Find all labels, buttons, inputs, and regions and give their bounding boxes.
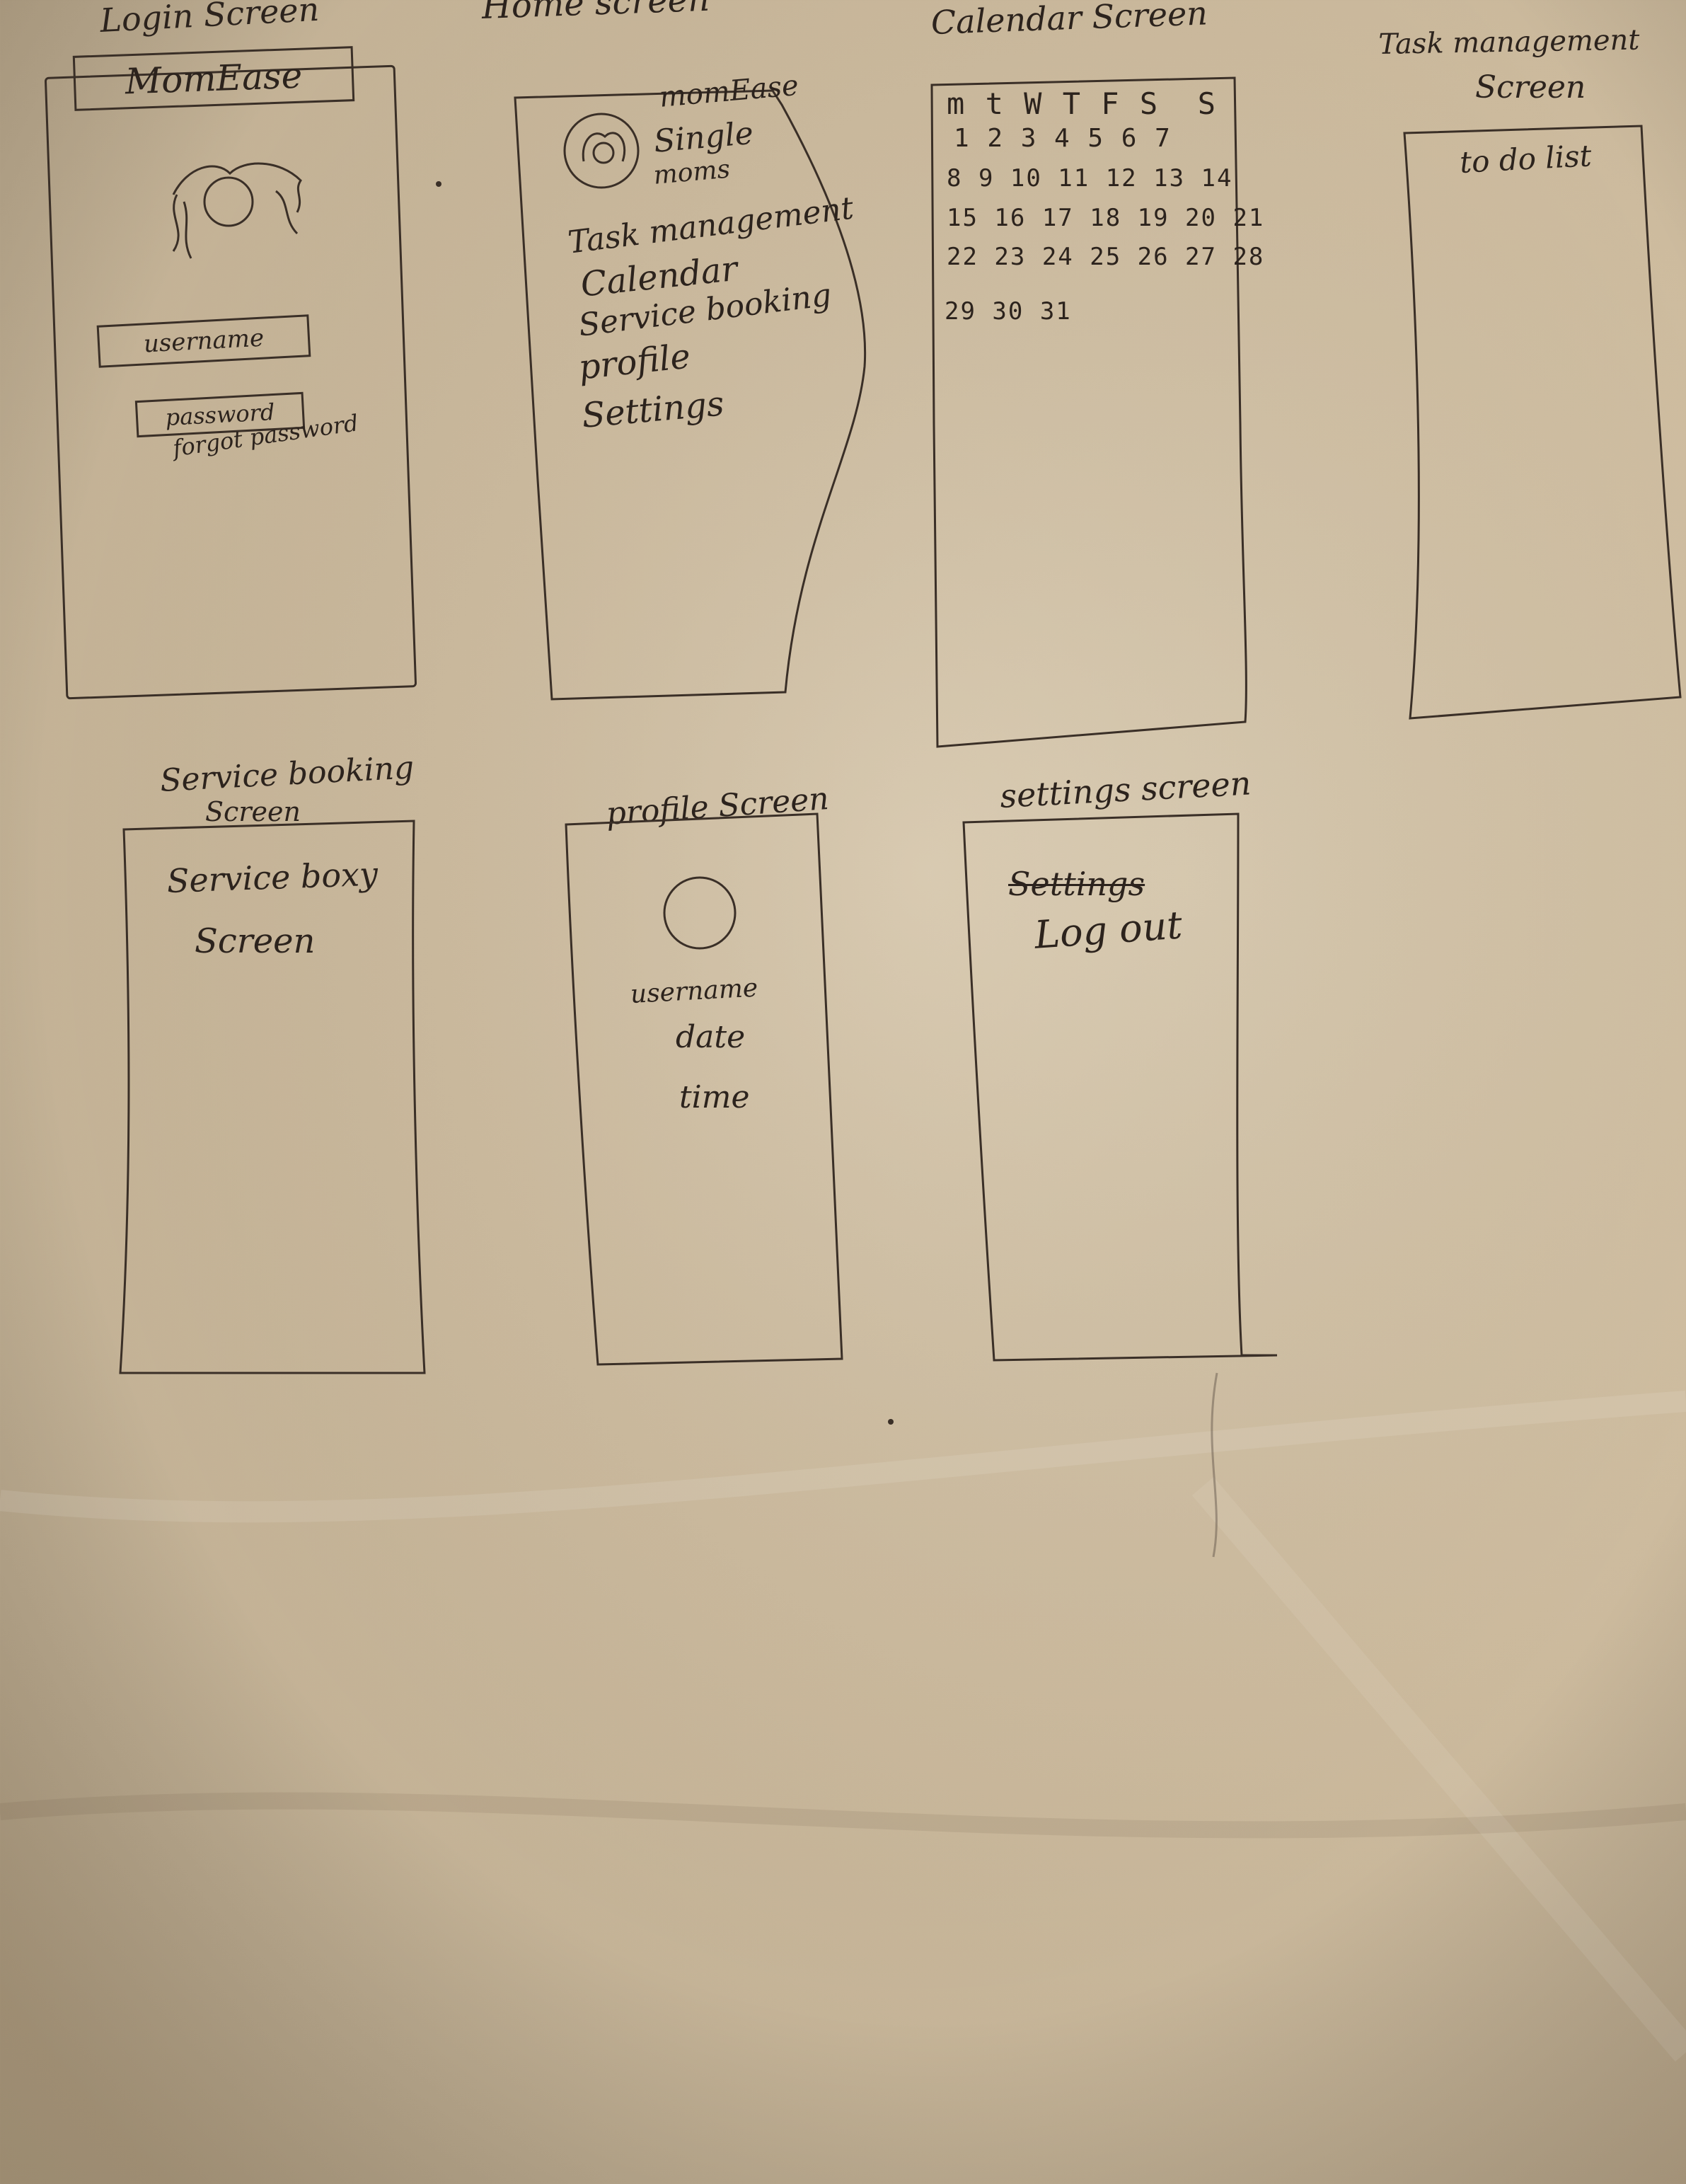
calendar-week-3: 15 16 17 18 19 20 21 (947, 204, 1265, 232)
home-screen-frame (514, 89, 867, 701)
pen-mark (436, 181, 441, 187)
task-screen-caption-2: Screen (1475, 69, 1586, 105)
profile-date: date (676, 1019, 746, 1055)
profile-picture-icon (663, 876, 737, 950)
login-screen-caption: Login Screen (99, 0, 321, 40)
calendar-weekday-header: m t W T F S S (947, 86, 1218, 121)
pen-mark (888, 1419, 894, 1425)
calendar-week-2: 8 9 10 11 12 13 14 (947, 164, 1233, 192)
profile-avatar-icon (563, 113, 640, 189)
calendar-week-5: 29 30 31 (945, 297, 1072, 326)
profile-screen-frame (565, 812, 843, 1366)
service-screen-caption-2: Screen (205, 796, 301, 827)
calendar-screen-caption: Calendar Screen (930, 0, 1208, 42)
calendar-week-4: 22 23 24 25 26 27 28 (947, 243, 1265, 271)
home-screen-caption: Home screen (481, 0, 710, 27)
profile-time: time (679, 1079, 750, 1115)
service-screen-caption: Service booking (159, 749, 415, 799)
app-title-bar: MomEase (72, 46, 355, 111)
settings-item-settings[interactable]: Settings (1008, 865, 1145, 903)
settings-screen-frame (962, 812, 1278, 1362)
service-screen-frame (119, 820, 426, 1374)
task-screen-frame (1403, 125, 1682, 720)
calendar-screen-frame (930, 76, 1247, 748)
service-content-line-1: Service boxy (166, 854, 379, 900)
service-content-line-2: Screen (195, 921, 316, 961)
task-screen-caption: Task management (1378, 23, 1640, 61)
calendar-week-1: 1 2 3 4 5 6 7 (954, 124, 1172, 153)
mother-avatar-icon (172, 162, 302, 259)
todo-list-label: to do list (1459, 138, 1593, 180)
